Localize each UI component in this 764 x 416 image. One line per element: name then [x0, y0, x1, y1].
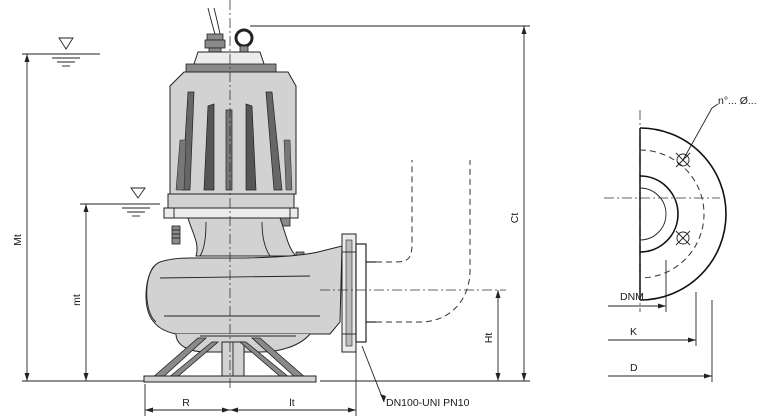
- motor-housing: [169, 71, 297, 195]
- volute-casing: [145, 245, 343, 353]
- label-Ht: Ht: [483, 333, 495, 344]
- label-K: K: [630, 326, 637, 338]
- dimension-mt: [80, 203, 110, 381]
- power-cable: [207, 7, 221, 35]
- dimension-Ct: [250, 25, 530, 382]
- dimension-Mt: [22, 53, 145, 382]
- discharge-flange: [341, 233, 367, 353]
- label-Ct: Ct: [509, 213, 521, 224]
- label-lt: lt: [289, 397, 294, 409]
- dimension-DNM: [608, 260, 667, 312]
- discharge-elbow: [366, 160, 471, 323]
- flange-detail-view: [604, 103, 727, 312]
- dimension-D: [608, 300, 713, 382]
- flange-spec-leader: [361, 345, 386, 403]
- label-D: D: [630, 362, 638, 374]
- dimension-K: [608, 292, 697, 346]
- pump-base-feet: [143, 337, 317, 383]
- dimension-R-lt: [144, 352, 357, 416]
- label-mt: mt: [71, 294, 83, 306]
- pump-neck: [187, 217, 298, 257]
- label-DNM: DNM: [620, 291, 644, 303]
- motor-top-cap: [185, 51, 277, 73]
- water-level-symbol-bottom: [110, 187, 160, 217]
- label-Mt: Mt: [12, 234, 24, 246]
- side-bracket: [171, 225, 181, 245]
- label-R: R: [182, 397, 190, 409]
- lifting-eye: [234, 28, 254, 55]
- bolt-holes-label: n°... Ø...: [718, 95, 757, 107]
- flange-spec-label: DN100-UNI PN10: [386, 397, 470, 409]
- cable-gland: [204, 33, 226, 53]
- motor-flange: [163, 193, 299, 227]
- dimension-Ht: [495, 290, 501, 381]
- water-level-symbol-top: [40, 37, 100, 67]
